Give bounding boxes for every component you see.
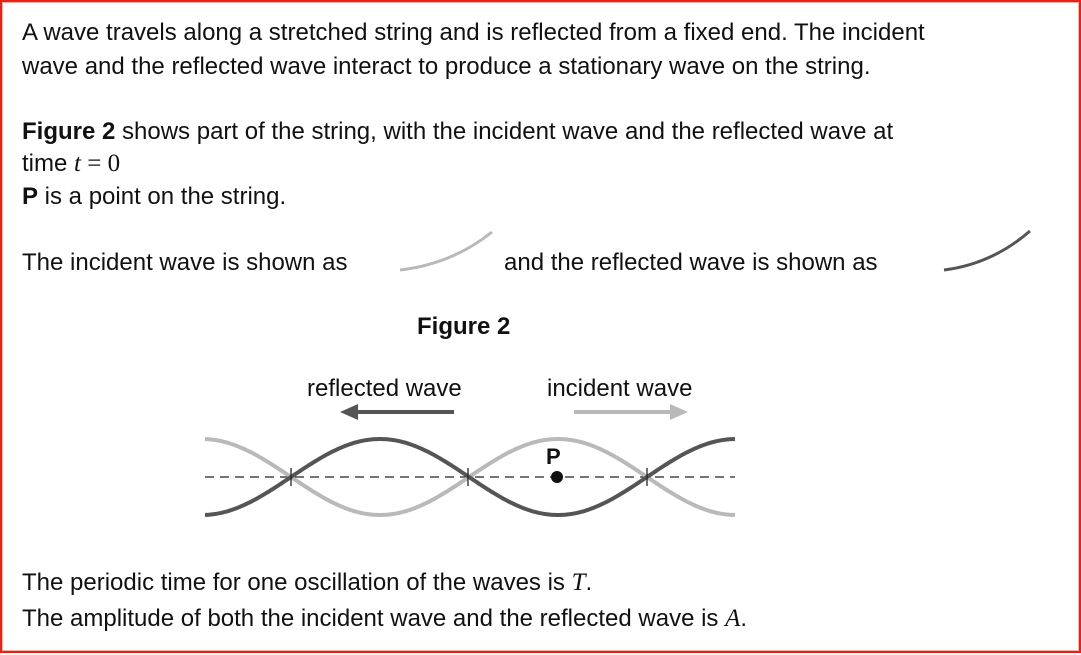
reflected-wave-label: reflected wave: [307, 375, 462, 402]
amplitude-variable: A: [725, 605, 741, 632]
incident-arrow: [574, 404, 688, 420]
time-equals: = 0: [80, 150, 121, 177]
footer-line-1: The periodic time for one oscillation of…: [22, 568, 592, 598]
figure-reference-bold: Figure 2: [22, 118, 116, 145]
amplitude-suffix: .: [740, 605, 748, 632]
intro-line-1: A wave travels along a stretched string …: [22, 19, 925, 46]
footer-line-2: The amplitude of both the incident wave …: [22, 604, 747, 634]
time-variable: t: [74, 150, 81, 177]
time-line: time t = 0: [22, 149, 120, 179]
figure-reference-text: shows part of the string, with the incid…: [115, 118, 894, 145]
node-marks: [290, 468, 648, 486]
point-sentence: P is a point on the string.: [22, 182, 286, 212]
incident-wave-label: incident wave: [547, 375, 693, 402]
point-p-label: P: [546, 444, 561, 469]
point-sentence-text: is a point on the string.: [38, 183, 287, 210]
intro-line-2: wave and the reflected wave interact to …: [22, 53, 871, 80]
reflected-arrow: [340, 404, 454, 420]
time-prefix: time: [22, 150, 75, 177]
point-sentence-bold: P: [22, 183, 39, 210]
period-text: The periodic time for one oscillation of…: [22, 569, 572, 596]
key-reflected-text: and the reflected wave is shown as: [504, 249, 878, 276]
period-suffix: .: [585, 569, 593, 596]
key-incident-text: The incident wave is shown as: [22, 249, 348, 276]
incident-key-swatch: [399, 230, 493, 272]
reflected-key-swatch: [943, 229, 1031, 272]
figure-reference-line: Figure 2 shows part of the string, with …: [22, 117, 893, 147]
point-p-dot: [551, 471, 563, 483]
period-variable: T: [571, 569, 586, 596]
figure-title: Figure 2: [417, 313, 511, 340]
amplitude-text: The amplitude of both the incident wave …: [22, 605, 726, 632]
